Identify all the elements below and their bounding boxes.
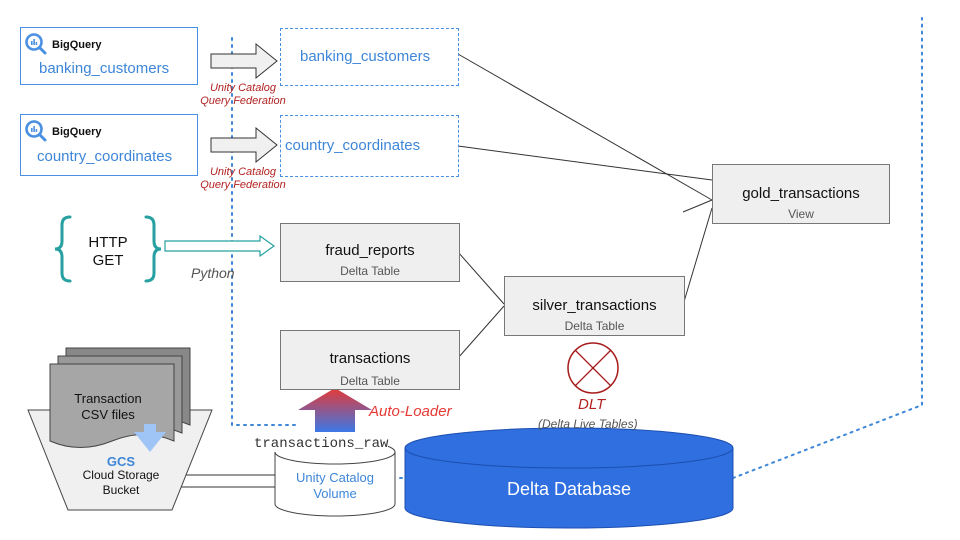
csv-file-front: [49, 363, 175, 448]
csv-to-bucket-arrow: [134, 424, 166, 452]
gcs-title: GCS: [106, 454, 136, 469]
auto-loader-label: Auto-Loader: [369, 403, 452, 420]
dlt-full-label: (Delta Live Tables): [538, 417, 638, 431]
volume-label: Unity Catalog Volume: [295, 470, 375, 501]
csv-files-label: Transaction CSV files: [74, 391, 142, 422]
http-get-label: HTTP GET: [88, 234, 128, 269]
source-table-name: banking_customers: [39, 60, 170, 77]
python-label: Python: [191, 265, 235, 281]
query-federation-label-1: Unity Catalog Query Federation: [200, 82, 286, 107]
source-table-name: country_coordinates: [37, 148, 173, 165]
dlt-icon: [567, 342, 619, 394]
volume-path-label: transactions_raw: [254, 436, 389, 452]
lineage-lines: [457, 53, 713, 359]
bigquery-icon: [25, 120, 47, 142]
bigquery-source-banking-customers: BigQuery banking_customers: [20, 27, 198, 85]
table-name: transactions: [329, 350, 411, 367]
gcs-bucket-label: Cloud Storage Bucket: [82, 468, 160, 497]
foreign-table-label: banking_customers: [300, 48, 431, 65]
table-type: Delta Table: [564, 319, 625, 333]
http-right-brace: [144, 215, 162, 283]
bigquery-label: BigQuery: [52, 39, 102, 51]
view-type: View: [788, 207, 814, 221]
view-gold-transactions: gold_transactions View: [712, 164, 890, 224]
table-name: silver_transactions: [532, 297, 657, 314]
unity-catalog-volume-cylinder: [274, 439, 396, 517]
foreign-table-label: country_coordinates: [285, 137, 421, 154]
bigquery-icon: [25, 33, 47, 55]
auto-loader-arrow: [298, 388, 372, 432]
table-silver-transactions: silver_transactions Delta Table: [504, 276, 685, 336]
http-left-brace: [54, 215, 72, 283]
bigquery-source-country-coordinates: BigQuery country_coordinates: [20, 114, 198, 176]
view-name: gold_transactions: [742, 185, 860, 202]
table-fraud-reports: fraud_reports Delta Table: [280, 223, 460, 282]
table-type: Delta Table: [340, 264, 400, 278]
gcs-to-volume-arrow: [171, 468, 290, 494]
foreign-table-country-coordinates: country_coordinates: [280, 115, 459, 177]
foreign-table-banking-customers: banking_customers: [280, 28, 459, 86]
delta-database-label: Delta Database: [506, 479, 632, 499]
query-federation-label-2: Unity Catalog Query Federation: [200, 166, 286, 191]
dlt-label: DLT: [578, 396, 606, 413]
bigquery-label: BigQuery: [52, 126, 102, 138]
table-name: fraud_reports: [325, 242, 415, 259]
table-transactions: transactions Delta Table: [280, 330, 460, 390]
table-type: Delta Table: [340, 374, 400, 388]
federation-arrow-2: [210, 126, 278, 164]
federation-arrow-1: [210, 42, 278, 80]
python-arrow: [164, 234, 276, 258]
delta-database-cylinder: [404, 427, 734, 529]
